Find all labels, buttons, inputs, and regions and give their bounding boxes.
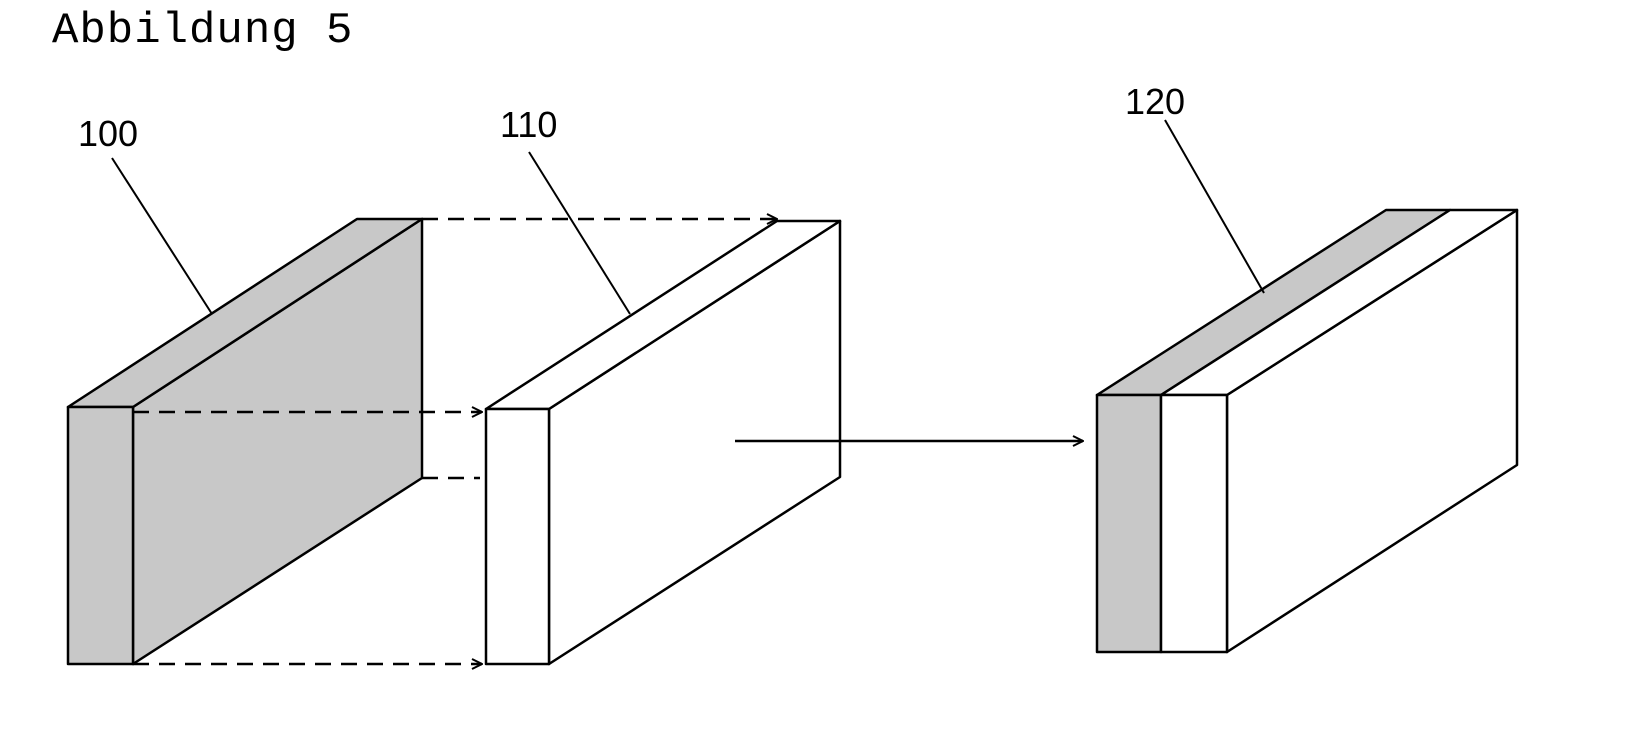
label-100: 100 xyxy=(78,113,138,154)
block-110 xyxy=(486,221,840,664)
leader-line-100 xyxy=(112,158,212,314)
block-100 xyxy=(68,219,422,664)
leader-line-120 xyxy=(1165,120,1264,293)
block-120 xyxy=(1097,210,1517,652)
block-120-edge-plain-layer xyxy=(1161,395,1227,652)
label-110: 110 xyxy=(500,104,557,145)
block-110-edge-face xyxy=(486,409,549,664)
block-100-edge-face xyxy=(68,407,133,664)
label-120: 120 xyxy=(1125,81,1185,122)
leader-line-110 xyxy=(529,152,630,314)
block-120-edge-shaded-layer xyxy=(1097,395,1161,652)
